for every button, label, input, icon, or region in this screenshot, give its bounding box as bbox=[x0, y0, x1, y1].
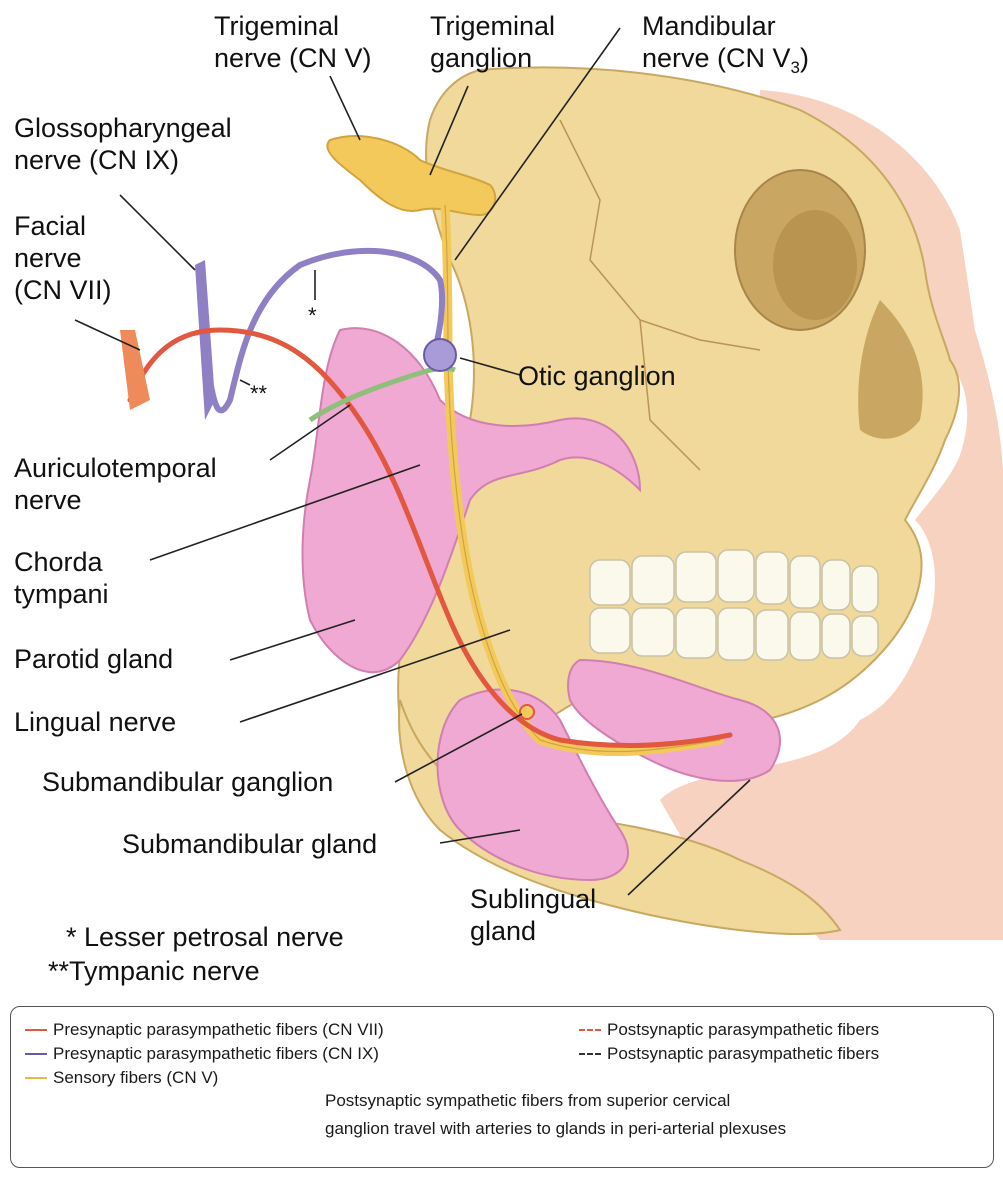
chorda-tympani-label: Chorda tympani bbox=[14, 546, 109, 610]
lingual-nerve-label: Lingual nerve bbox=[14, 706, 176, 738]
submandibular-gland-label: Submandibular gland bbox=[122, 828, 377, 860]
footnote-lesser-petrosal: * Lesser petrosal nerve bbox=[66, 921, 344, 953]
otic-ganglion-shape bbox=[424, 339, 456, 371]
double-asterisk-mark: ** bbox=[250, 378, 267, 410]
legend-item-postsynaptic-red: Postsynaptic parasympathetic fibers bbox=[579, 1019, 879, 1041]
legend-swatch-red-dashed bbox=[579, 1029, 601, 1031]
legend-item-postsynaptic-black: Postsynaptic parasympathetic fibers bbox=[579, 1043, 879, 1065]
parotid-gland-label: Parotid gland bbox=[14, 643, 173, 675]
auriculotemporal-nerve-label: Auriculotemporal nerve bbox=[14, 452, 217, 516]
legend-item-sensory-cn5: Sensory fibers (CN V) bbox=[25, 1067, 218, 1089]
legend-item-presynaptic-cn9: Presynaptic parasympathetic fibers (CN I… bbox=[25, 1043, 379, 1065]
otic-ganglion-label: Otic ganglion bbox=[518, 360, 676, 392]
sublingual-gland-label: Sublingual gland bbox=[470, 883, 596, 947]
mandibular-nerve-label: Mandibular nerve (CN V3) bbox=[642, 10, 809, 78]
glossopharyngeal-nerve-label: Glossopharyngeal nerve (CN IX) bbox=[14, 112, 232, 176]
facial-nerve-label: Facial nerve (CN VII) bbox=[14, 210, 112, 306]
legend-note: Postsynaptic sympathetic fibers from sup… bbox=[325, 1087, 786, 1143]
single-asterisk-mark: * bbox=[308, 300, 317, 332]
legend: Presynaptic parasympathetic fibers (CN V… bbox=[10, 1006, 994, 1168]
legend-swatch-red bbox=[25, 1029, 47, 1031]
trigeminal-ganglion-label: Trigeminal ganglion bbox=[430, 10, 555, 74]
submandibular-ganglion-label: Submandibular ganglion bbox=[42, 766, 333, 798]
footnote-tympanic: **Tympanic nerve bbox=[48, 955, 260, 987]
trigeminal-nerve-label: Trigeminal nerve (CN V) bbox=[214, 10, 372, 74]
submandibular-ganglion-shape bbox=[520, 705, 534, 719]
legend-item-presynaptic-cn7: Presynaptic parasympathetic fibers (CN V… bbox=[25, 1019, 384, 1041]
legend-swatch-yellow bbox=[25, 1077, 47, 1079]
legend-swatch-black-dashed bbox=[579, 1053, 601, 1055]
legend-swatch-purple bbox=[25, 1053, 47, 1055]
